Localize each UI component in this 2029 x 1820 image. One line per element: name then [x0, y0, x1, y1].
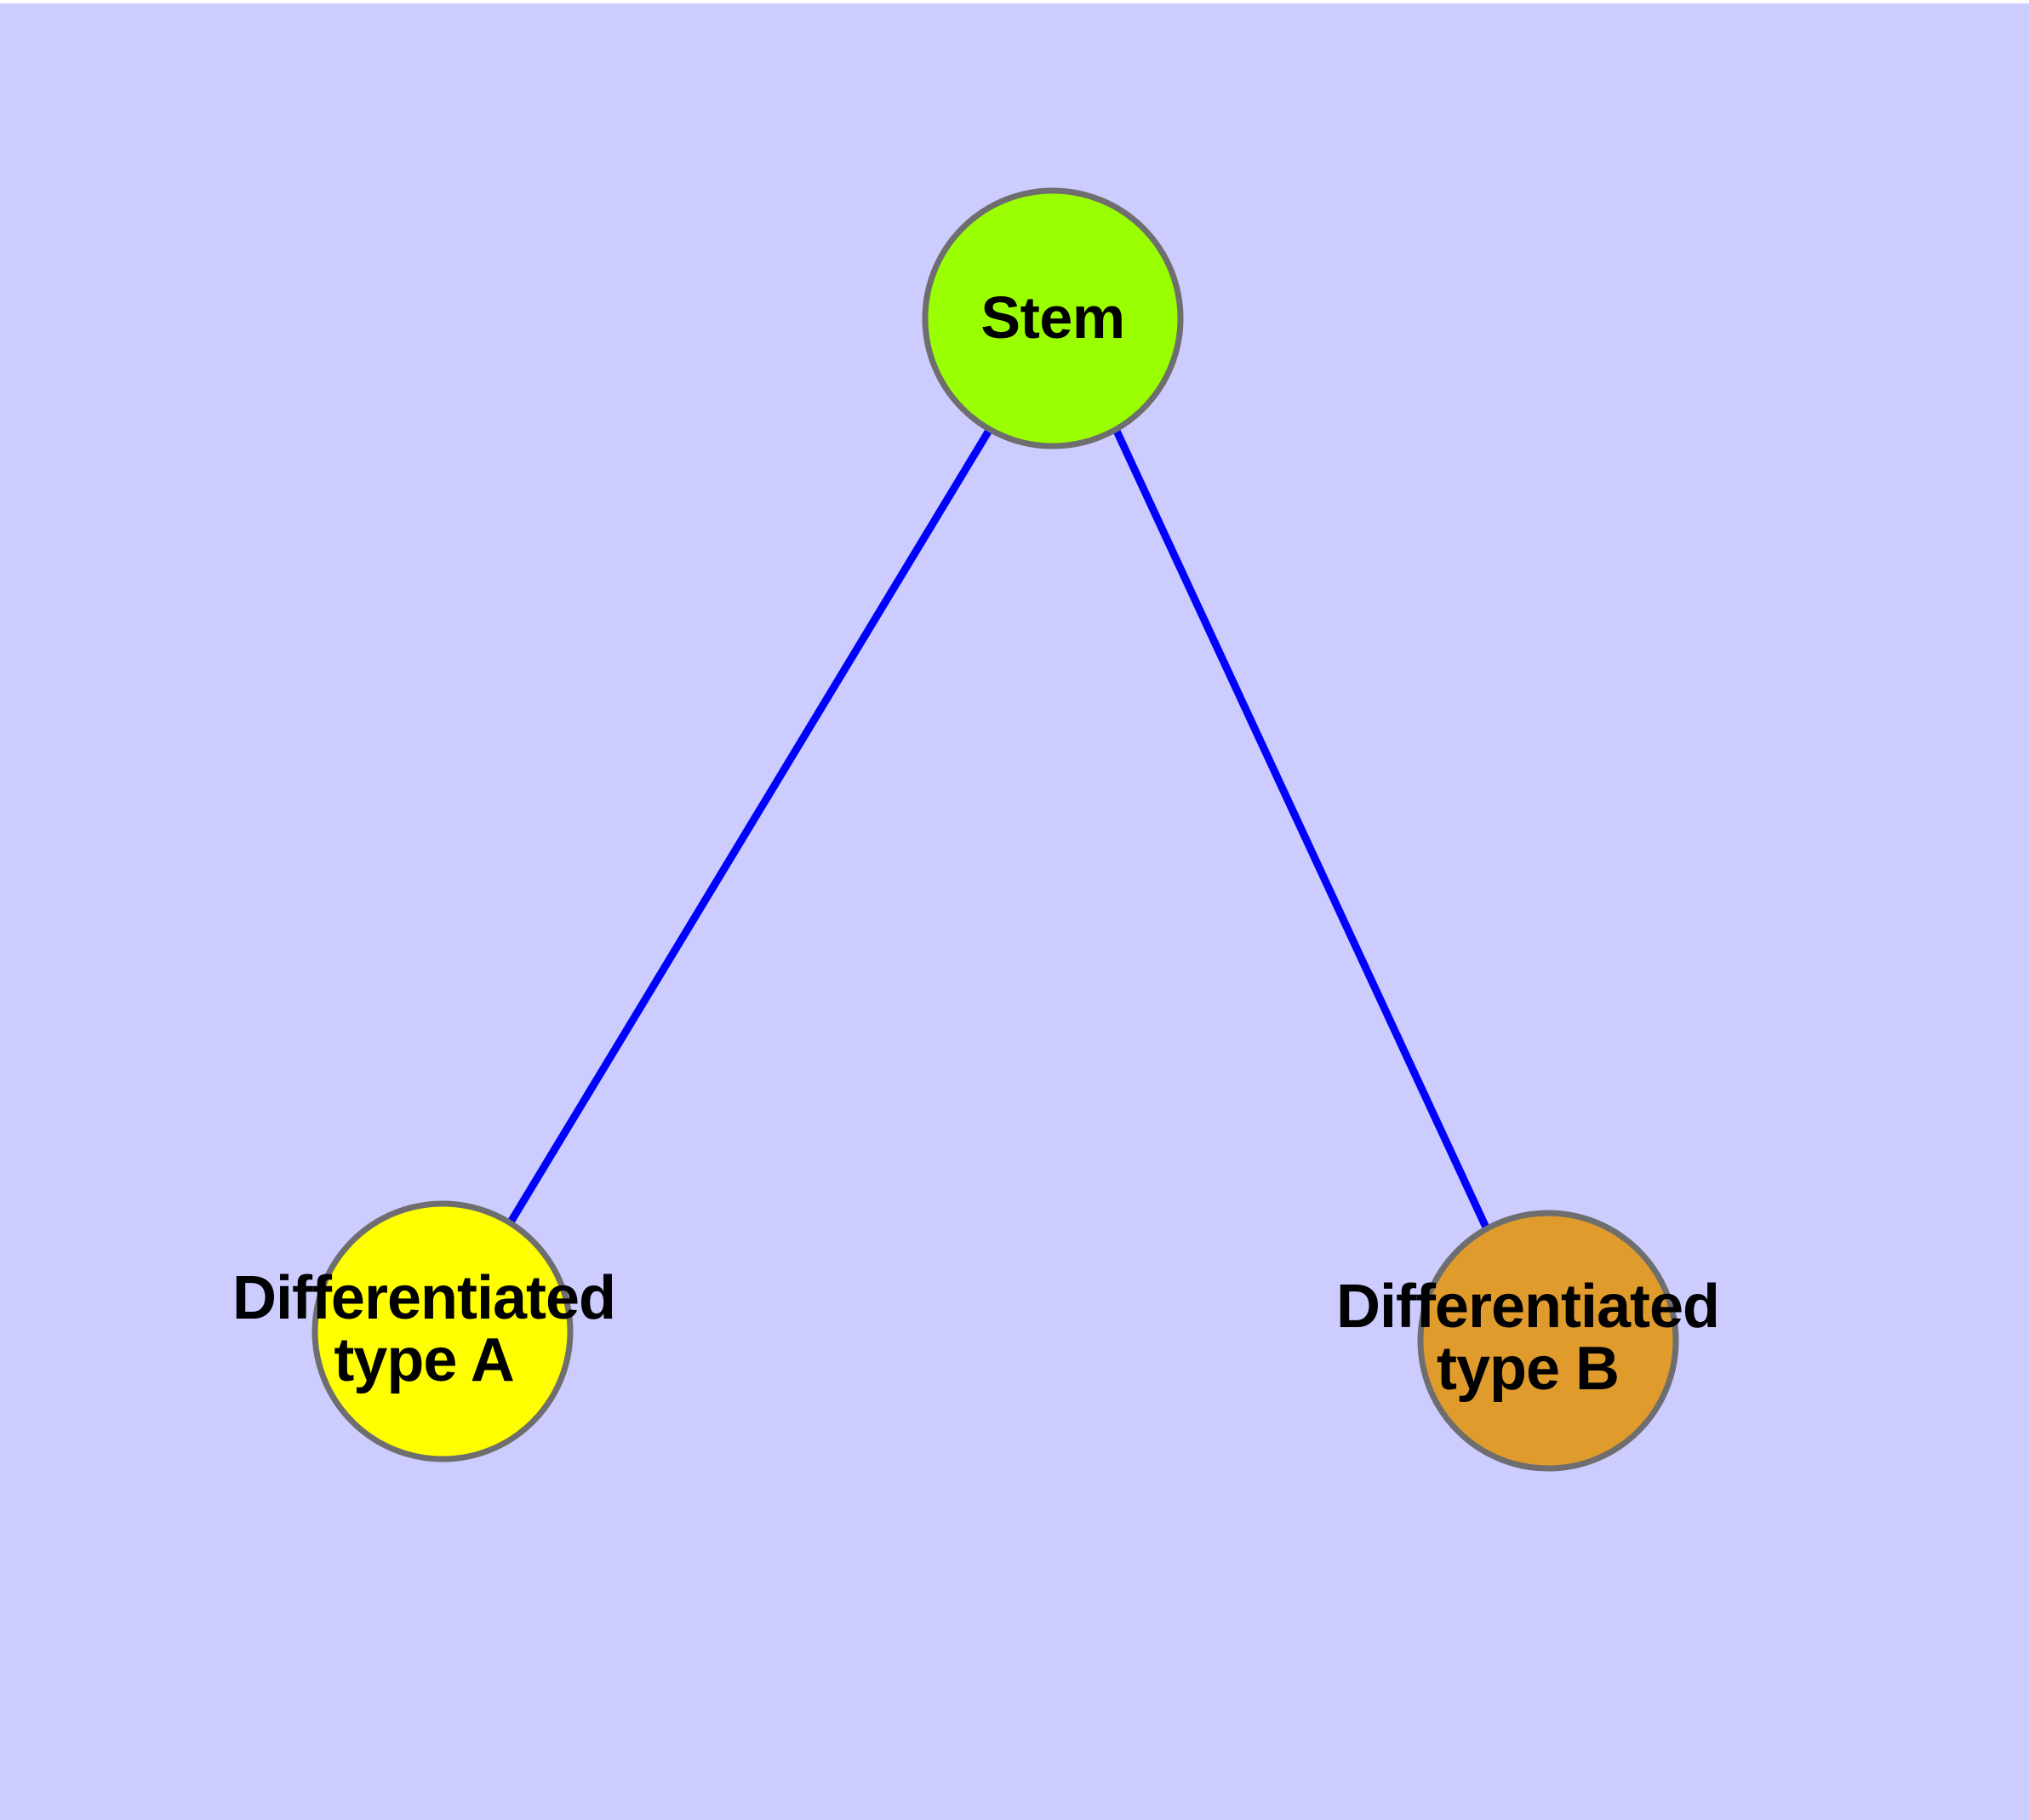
node-differentiated-type-a[interactable]: [311, 1200, 574, 1462]
node-differentiated-type-b[interactable]: [1417, 1210, 1679, 1472]
node-stem[interactable]: [922, 187, 1184, 449]
edge-stem-to-diff-a: [508, 426, 993, 1223]
edge-stem-to-diff-b: [1112, 427, 1491, 1231]
node-layer: [311, 187, 1679, 1472]
edge-layer: [508, 426, 1491, 1231]
